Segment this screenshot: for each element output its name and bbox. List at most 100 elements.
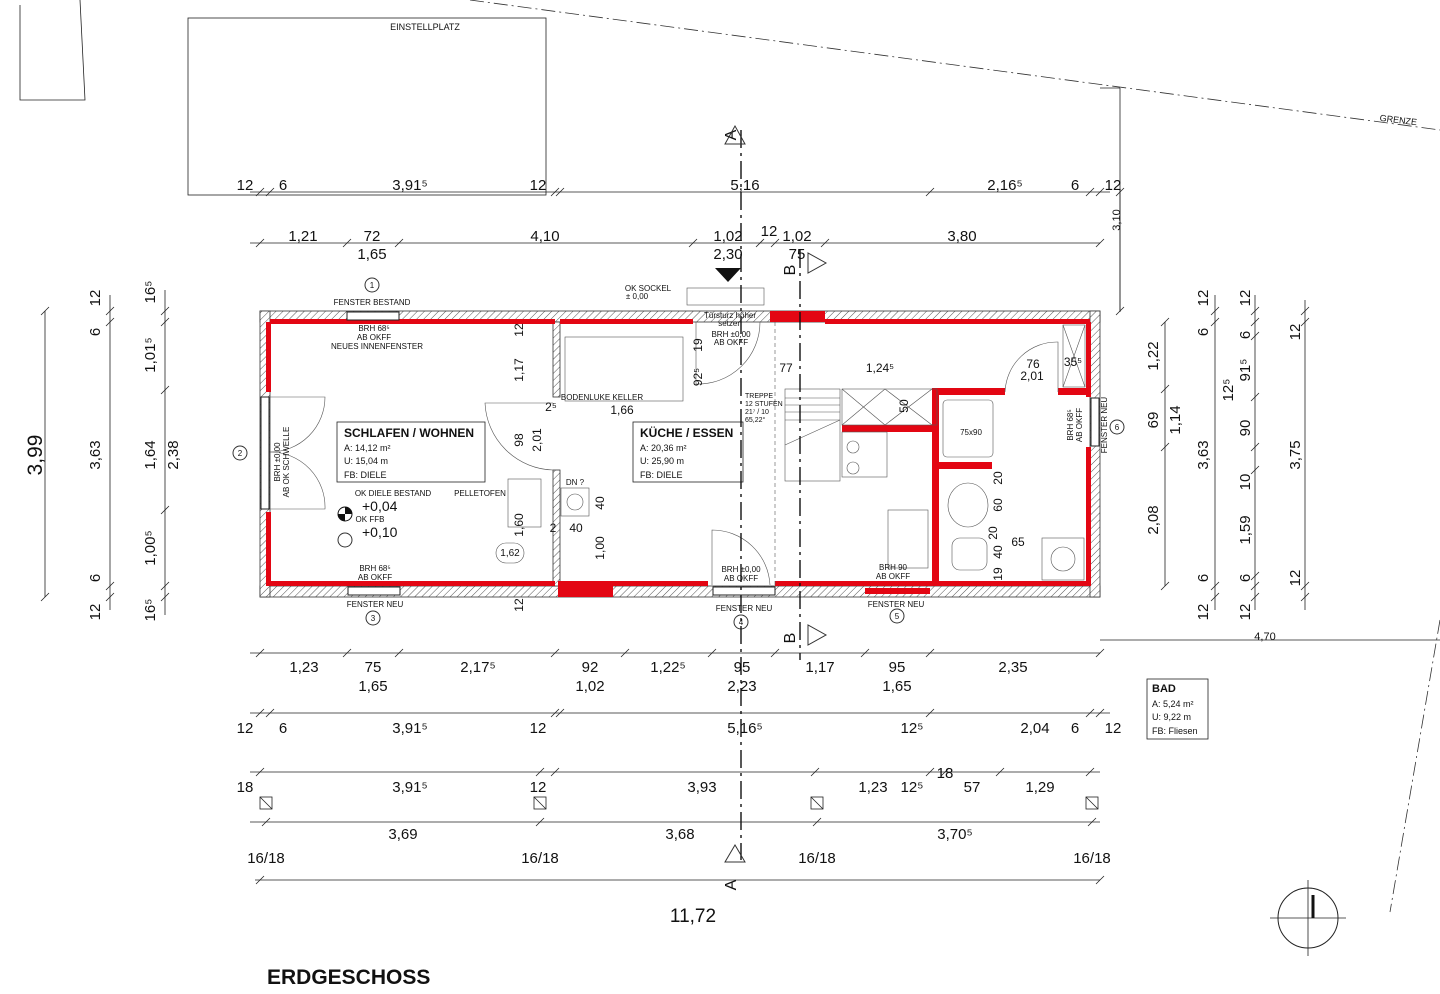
svg-text:BRH 68⁵: BRH 68⁵: [359, 564, 390, 573]
svg-text:AB OKFF: AB OKFF: [876, 572, 910, 581]
total-length: 11,72: [670, 906, 716, 927]
dimension-tick: [1250, 317, 1260, 327]
interior-dimension: 50: [897, 399, 911, 413]
svg-text:A: 5,24 m²: A: 5,24 m²: [1152, 699, 1194, 709]
svg-text:FENSTER NEU: FENSTER NEU: [1100, 397, 1109, 454]
dimension-tick: [1210, 581, 1220, 591]
interior-dimension: 77: [779, 361, 793, 375]
interior-dimension: 12: [512, 598, 526, 612]
svg-text:AB OKFF: AB OKFF: [357, 333, 391, 342]
svg-text:+0,04: +0,04: [362, 498, 398, 514]
dimension-tick: [1300, 317, 1310, 327]
dimension-tick: [770, 238, 780, 248]
dimension-label: 3,91⁵: [392, 177, 427, 194]
dimension-label: 1,65: [882, 678, 911, 695]
svg-text:AB OKFF: AB OKFF: [358, 573, 392, 582]
window-3: [347, 586, 401, 596]
svg-text:FB: DIELE: FB: DIELE: [640, 470, 683, 480]
interior-dimension: 2⁵: [545, 400, 557, 414]
boundary-dim: 4,70: [1254, 631, 1275, 643]
dimension-label: 6: [1195, 574, 1212, 582]
dimension-tick: [1085, 767, 1095, 777]
dimension-label: 1,00⁵: [142, 530, 159, 565]
dimension-tick: [860, 648, 870, 658]
column-marker: [1085, 796, 1099, 810]
svg-text:FENSTER NEU: FENSTER NEU: [868, 600, 925, 609]
column-marker: [810, 796, 824, 810]
dimension-label: 1,59: [1237, 515, 1254, 544]
svg-text:FENSTER BESTAND: FENSTER BESTAND: [334, 298, 411, 307]
dimension-label: 2,23: [727, 678, 756, 695]
window-tag: [232, 445, 248, 461]
dimension-tick: [925, 767, 935, 777]
dimension-label: 12: [87, 290, 104, 307]
svg-text:A: 14,12 m²: A: 14,12 m²: [344, 443, 391, 453]
dimension-label: 18: [237, 779, 254, 796]
window-tag-label: 4: [739, 618, 744, 627]
svg-text:AB OKFF: AB OKFF: [1075, 408, 1084, 442]
page-title: ERDGESCHOSS: [267, 966, 430, 989]
dimension-label: 6: [1071, 720, 1079, 737]
room-label-bad: BAD A: 5,24 m² U: 9,22 m FB: Fliesen: [1146, 678, 1209, 740]
dimension-label: 3,80: [947, 228, 976, 245]
dimension-label: 1,01⁵: [142, 337, 159, 372]
interior-dimension: 1,24⁵: [866, 361, 894, 375]
dimension-tick: [688, 238, 698, 248]
column-marker: [533, 796, 547, 810]
dimension-tick: [810, 767, 820, 777]
window-tag-label: 1: [370, 281, 375, 290]
svg-text:75x90: 75x90: [960, 428, 982, 437]
interior-dimension: 40: [593, 496, 607, 510]
dimension-tick: [160, 306, 170, 316]
dimension-label: 5,16⁵: [727, 720, 762, 737]
dimension-tick: [550, 767, 560, 777]
dimension-label: 12⁵: [901, 720, 924, 737]
dimension-label: 1,65: [357, 246, 386, 263]
room-label-schlafen-wohnen: SCHLAFEN / WOHNEN A: 14,12 m² U: 15,04 m…: [336, 421, 486, 483]
dimension-tick: [1095, 187, 1105, 197]
dimension-tick: [535, 767, 545, 777]
dimension-tick: [550, 708, 560, 718]
column-marker: [1085, 796, 1099, 810]
section-label: A: [723, 129, 740, 140]
svg-text:BODENLUKE KELLER: BODENLUKE KELLER: [561, 393, 643, 402]
dimension-label: 2,17⁵: [460, 659, 495, 676]
svg-text:FB: Fliesen: FB: Fliesen: [1152, 726, 1198, 736]
window-tag: [1109, 419, 1125, 435]
dimension-tick: [1115, 187, 1125, 197]
interior-dimension: 65: [1011, 535, 1025, 549]
door-2: [260, 396, 270, 510]
window-tag: [364, 277, 380, 293]
dimension-tick: [342, 648, 352, 658]
dimension-tick: [770, 648, 780, 658]
dimension-tick: [1250, 465, 1260, 475]
svg-text:FENSTER NEU: FENSTER NEU: [716, 604, 773, 613]
interior-dimension: 12: [512, 323, 526, 337]
svg-text:U: 9,22 m: U: 9,22 m: [1152, 712, 1191, 722]
svg-text:+0,10: +0,10: [362, 524, 398, 540]
dimension-tick: [550, 648, 560, 658]
dimension-tick: [105, 317, 115, 327]
dimension-tick: [1250, 581, 1260, 591]
dimension-label: 6: [279, 720, 287, 737]
dimension-label: 3,69: [388, 826, 417, 843]
dimension-tick: [812, 817, 822, 827]
interior-dimension: 2,01: [530, 428, 544, 452]
dimension-label: 69: [1145, 412, 1162, 429]
dimension-tick: [1095, 708, 1105, 718]
dimension-label: 12: [1237, 290, 1254, 307]
dimension-tick: [1095, 238, 1105, 248]
dimension-tick: [160, 505, 170, 515]
boundary-line-right: [1389, 619, 1440, 913]
svg-text:U: 15,04 m: U: 15,04 m: [344, 456, 388, 466]
dimension-tick: [1160, 317, 1170, 327]
column-marker: [259, 796, 273, 810]
interior-dimension: 98: [512, 433, 526, 447]
svg-text:TREPPE: TREPPE: [745, 393, 773, 400]
dimension-label: 3,68: [665, 826, 694, 843]
svg-text:BRH 90: BRH 90: [879, 563, 908, 572]
dimension-label: 12: [761, 223, 778, 240]
section-arrow-icon: [724, 124, 746, 145]
dimension-label: 4,10: [530, 228, 559, 245]
